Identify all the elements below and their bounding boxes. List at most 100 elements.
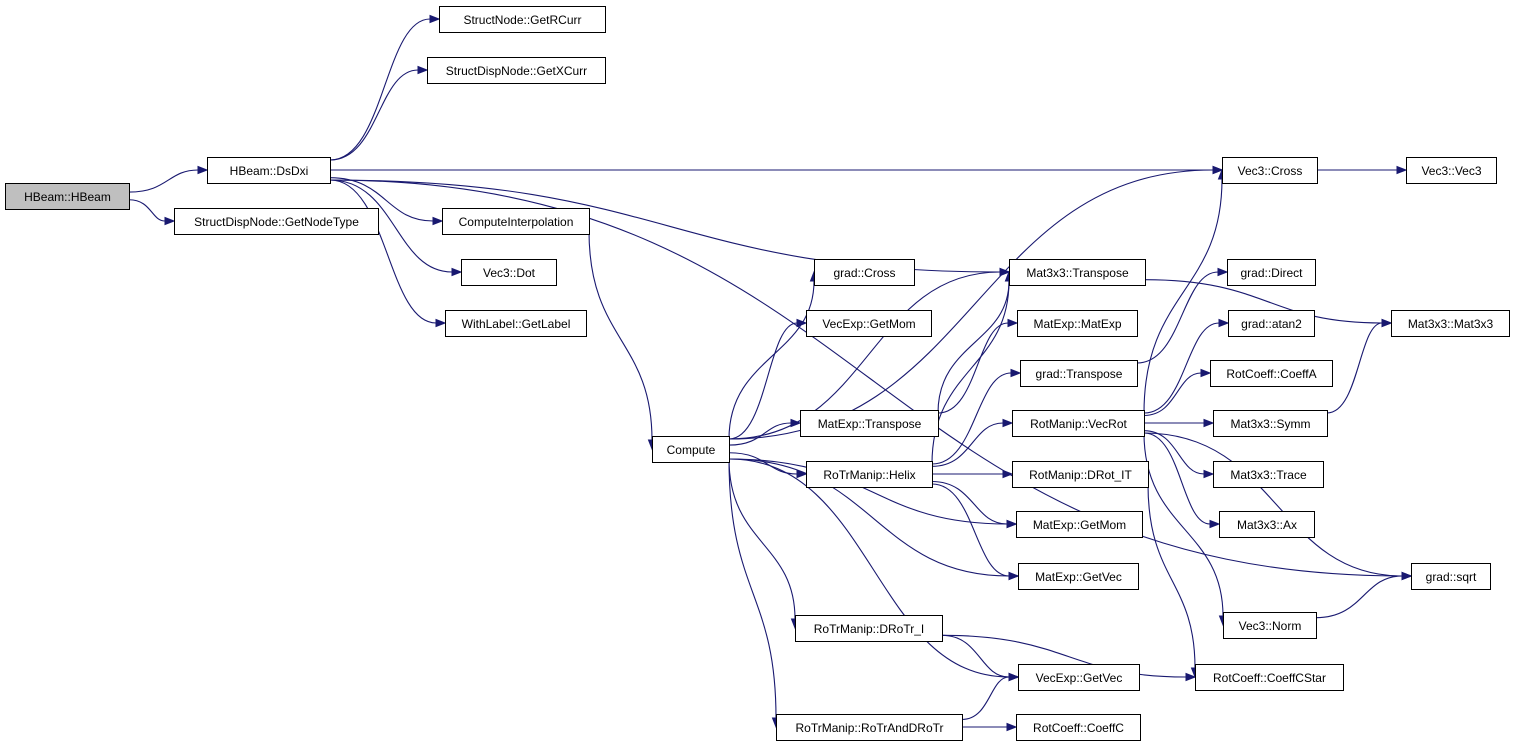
- edge-matexptranspose-to-matexpmatexp: [937, 322, 1009, 414]
- node-drotr[interactable]: RoTrManip::DRoTr_I: [795, 615, 943, 642]
- node-box-drotr: [795, 615, 943, 642]
- node-label-matexpgetvec: MatExp::GetVec: [1035, 570, 1122, 584]
- node-label-coeffa: RotCoeff::CoeffA: [1226, 367, 1316, 381]
- node-ax[interactable]: Mat3x3::Ax: [1219, 511, 1315, 538]
- node-box-gradsqrt: [1411, 563, 1491, 590]
- edge-compute-to-gradcross: [728, 280, 815, 440]
- node-gradsqrt[interactable]: grad::sqrt: [1411, 563, 1491, 590]
- arrowhead-matexptranspose-to-matexpmatexp: [1007, 318, 1019, 328]
- node-matexpgetmom[interactable]: MatExp::GetMom: [1016, 511, 1143, 538]
- node-vecexpgetmom[interactable]: VecExp::GetMom: [806, 310, 932, 337]
- edge-compute-to-drotr: [728, 458, 796, 620]
- edge-compute-to-vecexpgetvec: [728, 458, 1010, 678]
- node-matexptranspose[interactable]: MatExp::Transpose: [800, 410, 939, 437]
- node-compute[interactable]: Compute: [652, 436, 730, 463]
- node-coeffa[interactable]: RotCoeff::CoeffA: [1210, 360, 1333, 387]
- arrowhead-vec3norm-to-gradsqrt: [1401, 571, 1413, 581]
- node-vecexpgetvec[interactable]: VecExp::GetVec: [1018, 664, 1140, 691]
- edge-vecrot-to-coeffa: [1143, 372, 1202, 417]
- edge-vecrot-to-ax: [1143, 432, 1211, 525]
- edge-dsdxi-to-gradsqrt: [329, 179, 1403, 577]
- node-box-vecexpgetvec: [1018, 664, 1140, 691]
- edge-compute-to-matexpgetvec: [728, 458, 1010, 577]
- node-vecrot[interactable]: RotManip::VecRot: [1012, 410, 1145, 437]
- node-label-gradtranspose: grad::Transpose: [1036, 367, 1123, 381]
- node-symm[interactable]: Mat3x3::Symm: [1213, 410, 1328, 437]
- node-computeinterp[interactable]: ComputeInterpolation: [442, 208, 590, 235]
- node-label-graddirect: grad::Direct: [1240, 266, 1303, 280]
- node-mat3x3transpose[interactable]: Mat3x3::Transpose: [1009, 259, 1146, 286]
- node-box-rotranddrotr: [776, 714, 963, 741]
- node-gradcross[interactable]: grad::Cross: [814, 259, 915, 286]
- node-box-compute: [652, 436, 730, 463]
- arrowhead-symm-to-mat3x3mat3x3: [1381, 318, 1393, 328]
- node-box-gradatan2: [1228, 310, 1315, 337]
- edge-compute-to-matexptranspose: [728, 422, 792, 446]
- node-label-vec3cross: Vec3::Cross: [1238, 164, 1303, 178]
- node-label-helix: RoTrManip::Helix: [823, 468, 915, 482]
- node-box-getrcurr: [439, 6, 606, 33]
- node-box-getlabel: [445, 310, 587, 337]
- node-getrcurr[interactable]: StructNode::GetRCurr: [439, 6, 606, 33]
- arrowhead-vecrot-to-trace: [1203, 469, 1215, 479]
- node-getlabel[interactable]: WithLabel::GetLabel: [445, 310, 587, 337]
- node-label-vec3norm: Vec3::Norm: [1239, 619, 1302, 633]
- node-label-mat3x3transpose: Mat3x3::Transpose: [1026, 266, 1129, 280]
- node-dsdxi[interactable]: HBeam::DsDxi: [207, 157, 331, 184]
- arrowhead-vecrot-to-coeffa: [1200, 368, 1212, 378]
- node-label-getlabel: WithLabel::GetLabel: [462, 317, 571, 331]
- node-box-mat3x3mat3x3: [1391, 310, 1510, 337]
- edge-dsdxi-to-computeinterp: [329, 177, 434, 222]
- node-matexpmatexp[interactable]: MatExp::MatExp: [1017, 310, 1138, 337]
- node-box-coeffcstar: [1195, 664, 1344, 691]
- node-coeffc[interactable]: RotCoeff::CoeffC: [1016, 714, 1141, 741]
- arrowhead-dsdxi-to-getxcurr: [417, 65, 429, 75]
- node-box-drotit: [1012, 461, 1149, 488]
- edge-helix-to-gradtranspose: [931, 372, 1012, 465]
- node-rotranddrotr[interactable]: RoTrManip::RoTrAndDRoTr: [776, 714, 963, 741]
- node-vec3vec3[interactable]: Vec3::Vec3: [1406, 157, 1497, 184]
- arrowhead-drotr-to-coeffcstar: [1185, 672, 1197, 682]
- node-vec3norm[interactable]: Vec3::Norm: [1223, 612, 1317, 639]
- node-label-coeffc: RotCoeff::CoeffC: [1033, 721, 1124, 735]
- arrowhead-helix-to-vecrot: [1002, 418, 1014, 428]
- arrowhead-rotranddrotr-to-vecexpgetvec: [1008, 672, 1020, 682]
- node-label-symm: Mat3x3::Symm: [1230, 417, 1310, 431]
- node-getxcurr[interactable]: StructDispNode::GetXCurr: [427, 57, 606, 84]
- node-graddirect[interactable]: grad::Direct: [1227, 259, 1316, 286]
- arrowhead-hbeam-to-dsdxi: [197, 165, 209, 175]
- node-box-getnodetype: [174, 208, 379, 235]
- edge-drotr-to-vecexpgetvec: [941, 634, 1010, 678]
- node-label-mat3x3mat3x3: Mat3x3::Mat3x3: [1408, 317, 1494, 331]
- node-vec3dot[interactable]: Vec3::Dot: [461, 259, 557, 286]
- node-box-dsdxi: [207, 157, 331, 184]
- edge-dsdxi-to-getxcurr: [329, 69, 419, 161]
- node-gradtranspose[interactable]: grad::Transpose: [1020, 360, 1138, 387]
- node-box-matexpmatexp: [1017, 310, 1138, 337]
- node-label-compute: Compute: [667, 443, 716, 457]
- node-trace[interactable]: Mat3x3::Trace: [1213, 461, 1324, 488]
- arrowhead-helix-to-drotit: [1002, 469, 1014, 479]
- arrowhead-compute-to-vec3cross: [1212, 165, 1224, 175]
- edge-vecrot-to-gradsqrt: [1143, 432, 1403, 577]
- node-box-hbeam: [5, 183, 130, 210]
- node-box-getxcurr: [427, 57, 606, 84]
- node-drotit[interactable]: RotManip::DRot_IT: [1012, 461, 1149, 488]
- edge-computeinterp-to-compute: [588, 230, 653, 441]
- node-label-ax: Mat3x3::Ax: [1237, 518, 1297, 532]
- node-label-hbeam: HBeam::HBeam: [24, 190, 111, 204]
- node-gradatan2[interactable]: grad::atan2: [1228, 310, 1315, 337]
- node-helix[interactable]: RoTrManip::Helix: [806, 461, 933, 488]
- node-label-vec3vec3: Vec3::Vec3: [1421, 164, 1481, 178]
- node-vec3cross[interactable]: Vec3::Cross: [1222, 157, 1318, 184]
- node-matexpgetvec[interactable]: MatExp::GetVec: [1018, 563, 1139, 590]
- arrowhead-hbeam-to-getnodetype: [164, 216, 176, 226]
- node-coeffcstar[interactable]: RotCoeff::CoeffCStar: [1195, 664, 1344, 691]
- node-hbeam[interactable]: HBeam::HBeam: [5, 183, 130, 210]
- edge-helix-to-matexpgetmom: [931, 480, 1008, 525]
- node-getnodetype[interactable]: StructDispNode::GetNodeType: [174, 208, 379, 235]
- node-label-drotit: RotManip::DRot_IT: [1029, 468, 1132, 482]
- node-mat3x3mat3x3[interactable]: Mat3x3::Mat3x3: [1391, 310, 1510, 337]
- node-box-coeffc: [1016, 714, 1141, 741]
